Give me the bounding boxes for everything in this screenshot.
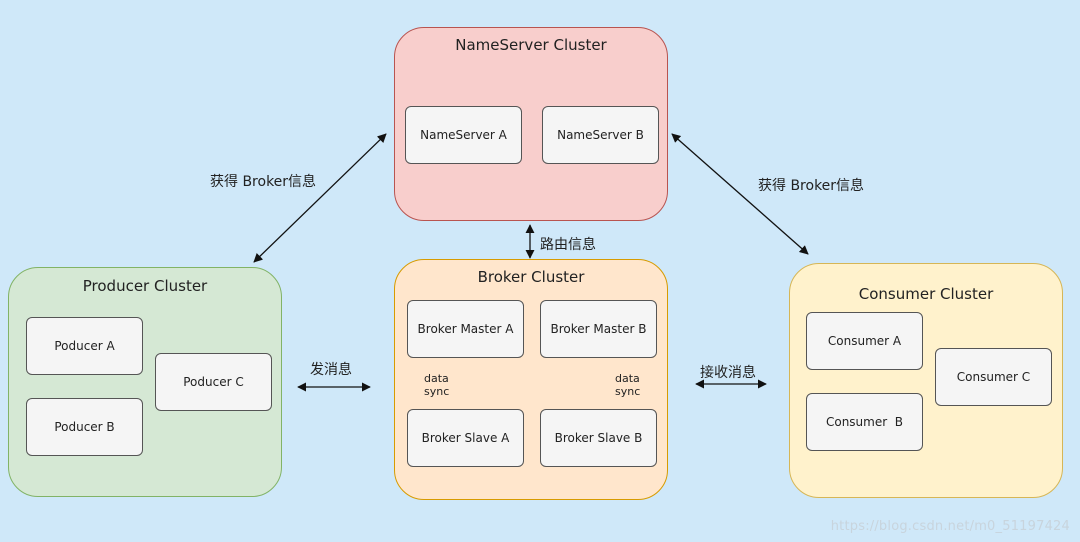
consumer-c-node[interactable]: Consumer C: [935, 348, 1052, 406]
edge-label-broker-consumer: 接收消息: [700, 365, 756, 381]
edge-label-nameserver-broker: 路由信息: [540, 237, 596, 253]
nameserver-b-node[interactable]: NameServer B: [542, 106, 659, 164]
broker-master-a-node[interactable]: Broker Master A: [407, 300, 524, 358]
edge-label-consumer-nameserver: 获得 Broker信息: [758, 178, 865, 194]
consumer-cluster-title: Consumer Cluster: [858, 285, 994, 303]
arrow-producer-nameserver: [253, 133, 387, 263]
arrow-consumer-nameserver: [671, 133, 809, 255]
producer-a-node[interactable]: Poducer A: [26, 317, 143, 375]
edge-label-producer-broker: 发消息: [310, 362, 352, 378]
broker-master-b-node[interactable]: Broker Master B: [540, 300, 657, 358]
consumer-a-node[interactable]: Consumer A: [806, 312, 923, 370]
watermark: https://blog.csdn.net/m0_51197424: [830, 519, 1070, 534]
broker-cluster-title: Broker Cluster: [477, 268, 585, 286]
nameserver-a-node[interactable]: NameServer A: [405, 106, 522, 164]
producer-b-node[interactable]: Poducer B: [26, 398, 143, 456]
edge-label-producer-nameserver: 获得 Broker信息: [210, 174, 317, 190]
nameserver-cluster-title: NameServer Cluster: [455, 36, 607, 54]
data-sync-label-a: data sync: [424, 372, 450, 398]
broker-slave-b-node[interactable]: Broker Slave B: [540, 409, 657, 467]
consumer-b-node[interactable]: Consumer B: [806, 393, 923, 451]
producer-cluster-title: Producer Cluster: [82, 277, 208, 295]
data-sync-label-b: data sync: [615, 372, 641, 398]
broker-slave-a-node[interactable]: Broker Slave A: [407, 409, 524, 467]
producer-c-node[interactable]: Poducer C: [155, 353, 272, 411]
